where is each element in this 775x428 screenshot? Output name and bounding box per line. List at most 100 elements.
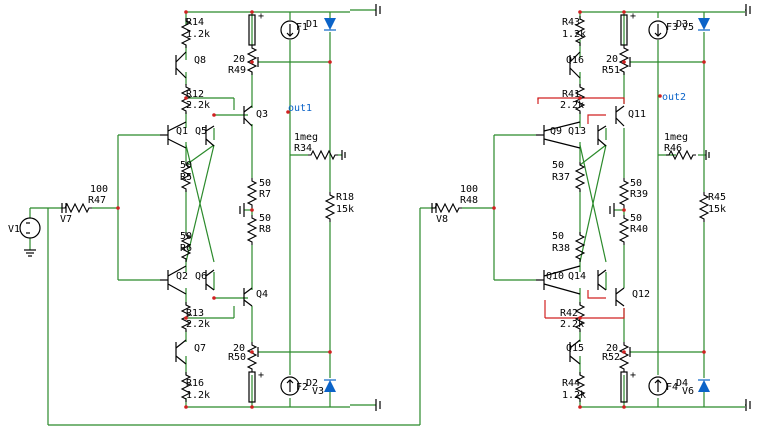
resistor-r18	[325, 191, 335, 223]
plus-sign: +	[258, 370, 264, 381]
value-r13: 2.2k	[186, 319, 210, 330]
label-d3: D3	[676, 19, 688, 30]
transistor-q9	[536, 121, 581, 149]
label-q12: Q12	[632, 289, 650, 300]
right-labels: R43 1.2k Q16 20 R51 R41 2.2k Q11 Q9 Q13 …	[436, 11, 726, 401]
label-v5: V5	[682, 22, 694, 33]
supply-minus-bottom-left	[375, 399, 381, 411]
label-r45: R45	[708, 192, 726, 203]
label-q6: Q6	[195, 271, 207, 282]
label-q15: Q15	[566, 343, 584, 354]
label-r16: R16	[186, 378, 204, 389]
value-r8: 50	[259, 213, 271, 224]
supply-plus-top-left	[375, 4, 381, 16]
transistor-q8	[175, 51, 187, 79]
label-q14: Q14	[568, 271, 586, 282]
label-v3: V3	[312, 386, 324, 397]
label-v7: V7	[60, 214, 72, 225]
right-circuit-components	[431, 4, 751, 411]
label-r13: R13	[186, 308, 204, 319]
plus-sign: +	[630, 370, 636, 381]
value-r14: 1.2k	[186, 29, 210, 40]
label-r18: R18	[336, 192, 354, 203]
value-r50: 20	[233, 343, 245, 354]
potentiometer-r50	[247, 341, 257, 373]
label-r43: R43	[562, 17, 580, 28]
label-r14: R14	[186, 17, 204, 28]
right-circuit-wires	[432, 9, 746, 408]
current-source-f4	[648, 376, 668, 396]
label-r52: R52	[602, 352, 620, 363]
label-r50: R50	[228, 352, 246, 363]
plus-sign: +	[258, 11, 264, 22]
label-r48: R48	[460, 195, 478, 206]
resistor-r8	[247, 214, 257, 246]
label-v8: V8	[436, 214, 448, 225]
value-r39: 50	[630, 178, 642, 189]
value-r18: 15k	[336, 204, 354, 215]
transistor-q12	[615, 287, 625, 307]
current-source-f2	[280, 376, 300, 396]
label-q9: Q9	[550, 126, 562, 137]
label-d2: D2	[306, 378, 318, 389]
battery-mid-left	[239, 203, 245, 217]
left-circuit-nodes	[116, 10, 332, 409]
battery-mid-right	[609, 203, 615, 217]
source-v1	[19, 217, 41, 257]
supply-plus-top-right	[745, 4, 751, 16]
transistor-q3	[243, 105, 253, 127]
value-r12: 2.2k	[186, 100, 210, 111]
label-f1: F1	[296, 22, 308, 33]
resistor-r34	[307, 150, 339, 160]
value-r47: 100	[90, 184, 108, 195]
resistor-r7	[247, 177, 257, 209]
transistor-q1	[160, 121, 187, 149]
zener-d2	[324, 379, 336, 392]
potentiometer-r52	[619, 341, 629, 373]
left-labels: R14 1.2k Q8 20 R49 R12 2.2k Q3 Q1 Q5 out…	[8, 11, 354, 401]
right-circuit-red-wires	[537, 97, 625, 319]
value-r40: 50	[630, 213, 642, 224]
label-q1: Q1	[176, 126, 188, 137]
label-r7: R7	[259, 189, 271, 200]
transistor-q4	[243, 287, 253, 307]
value-r37: 50	[552, 160, 564, 171]
left-circuit-components	[19, 4, 381, 411]
label-r12: R12	[186, 89, 204, 100]
resistor-r39	[619, 177, 629, 209]
value-r34: 1meg	[294, 132, 318, 143]
label-q16: Q16	[566, 55, 584, 66]
capacitor-v7	[61, 203, 67, 213]
label-r38: R38	[552, 243, 570, 254]
resistor-r45	[699, 191, 709, 223]
potentiometer-r51	[619, 44, 629, 76]
value-r43: 1.2k	[562, 29, 586, 40]
rail-battery-top-left	[248, 14, 256, 46]
label-q7: Q7	[194, 343, 206, 354]
label-r51: R51	[602, 65, 620, 76]
current-source-f1	[280, 20, 300, 40]
zener-d1	[324, 18, 336, 31]
right-circuit-nodes	[492, 10, 706, 409]
zener-d3	[698, 18, 710, 31]
label-r34: R34	[294, 143, 312, 154]
rail-battery-bottom-right	[620, 371, 628, 403]
zener-d4	[698, 379, 710, 392]
transistor-q2	[160, 265, 187, 295]
capacitor-v8	[431, 203, 437, 213]
label-q2: Q2	[176, 271, 188, 282]
label-r40: R40	[630, 224, 648, 235]
label-r49: R49	[228, 65, 246, 76]
transistor-q5	[205, 125, 215, 147]
label-r6: R6	[180, 243, 192, 254]
label-q13: Q13	[568, 126, 586, 137]
value-r7: 50	[259, 178, 271, 189]
value-r46: 1meg	[664, 132, 688, 143]
label-r37: R37	[552, 172, 570, 183]
value-r44: 1.2k	[562, 390, 586, 401]
label-f3: F3	[666, 22, 678, 33]
label-r46: R46	[664, 143, 682, 154]
label-v6: V6	[682, 386, 694, 397]
label-r8: R8	[259, 224, 271, 235]
